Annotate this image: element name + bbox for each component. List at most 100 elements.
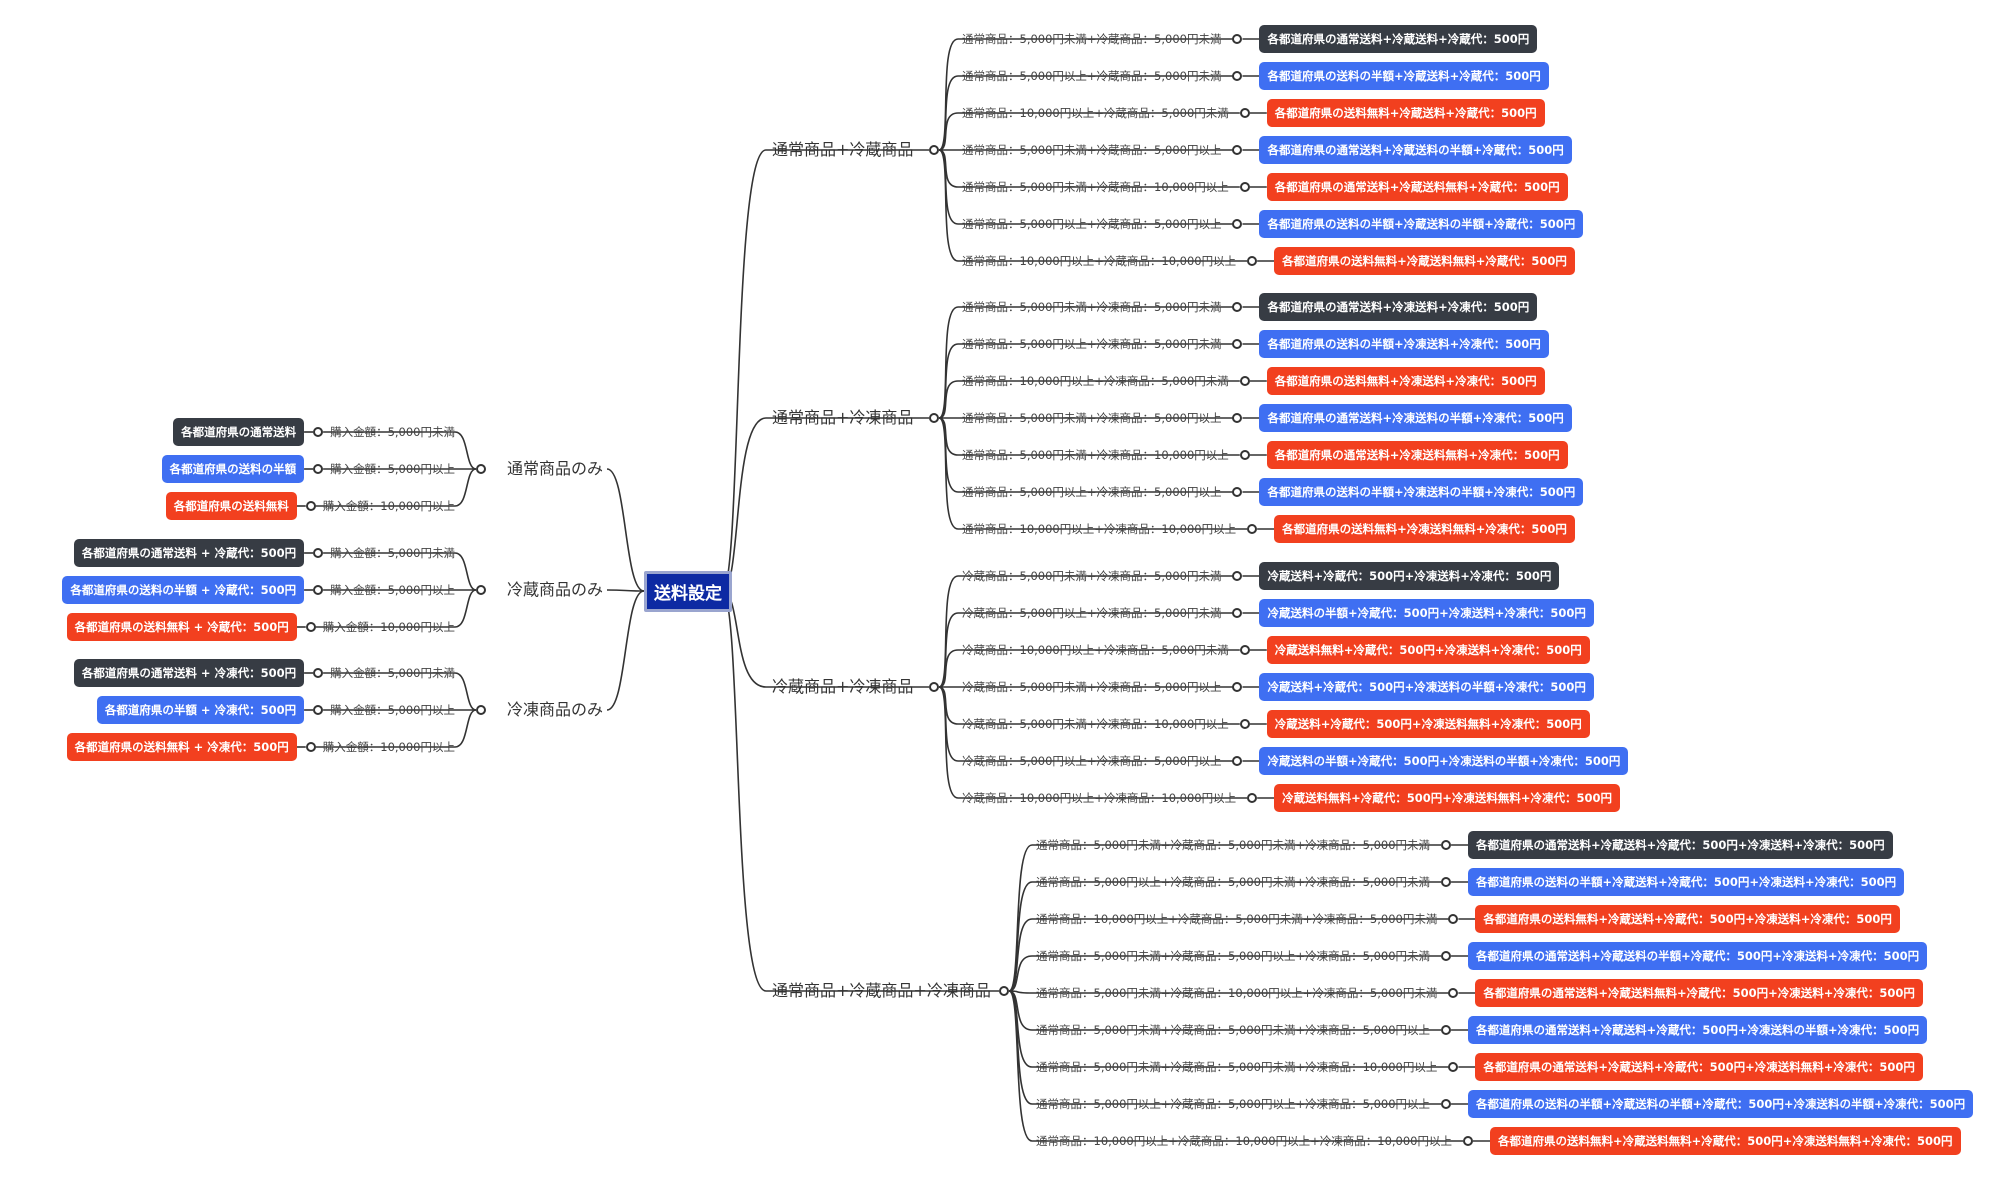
- collapse-toggle-icon[interactable]: [1232, 571, 1243, 581]
- collapse-toggle-icon[interactable]: [1232, 682, 1243, 692]
- result-badge[interactable]: 各都道府県の通常送料+冷凍送料の半額+冷凍代：500円: [1259, 404, 1572, 432]
- collapse-toggle-icon[interactable]: [1232, 339, 1243, 349]
- result-badge[interactable]: 各都道府県の送料無料: [165, 492, 297, 520]
- condition-label: 通常商品：5,000円未満+冷蔵商品：5,000円以上: [962, 143, 1222, 157]
- collapse-toggle-icon[interactable]: [1463, 1136, 1473, 1146]
- result-badge[interactable]: 各都道府県の送料の半額 + 冷蔵代：500円: [62, 576, 305, 604]
- result-badge[interactable]: 各都道府県の通常送料+冷蔵送料+冷蔵代：500円+冷凍送料無料+冷凍代：500円: [1475, 1053, 1923, 1081]
- result-badge[interactable]: 各都道府県の送料の半額+冷蔵送料の半額+冷蔵代：500円: [1259, 210, 1584, 238]
- collapse-toggle-icon[interactable]: [929, 145, 939, 155]
- collapse-toggle-icon[interactable]: [1232, 145, 1243, 155]
- result-badge[interactable]: 冷蔵送料無料+冷蔵代：500円+冷凍送料無料+冷凍代：500円: [1274, 784, 1621, 812]
- collapse-toggle-icon[interactable]: [1441, 951, 1452, 961]
- branch-label[interactable]: 通常商品+冷凍商品: [772, 408, 914, 427]
- result-badge[interactable]: 冷蔵送料の半額+冷蔵代：500円+冷凍送料の半額+冷凍代：500円: [1259, 747, 1629, 775]
- collapse-toggle-icon[interactable]: [1441, 877, 1452, 887]
- result-badge[interactable]: 各都道府県の通常送料+冷凍送料無料+冷凍代：500円: [1266, 441, 1568, 469]
- collapse-toggle-icon[interactable]: [313, 668, 324, 678]
- branch-to-condition-connector: [938, 575, 959, 688]
- branch-label[interactable]: 冷凍商品のみ: [507, 700, 604, 719]
- collapse-toggle-icon[interactable]: [1232, 302, 1243, 312]
- branch-to-condition-connector: [1008, 918, 1033, 992]
- result-badge[interactable]: 各都道府県の送料無料+冷凍送料無料+冷凍代：500円: [1274, 515, 1575, 543]
- collapse-toggle-icon[interactable]: [1232, 608, 1243, 618]
- branch-label[interactable]: 通常商品+冷蔵商品+冷凍商品: [772, 981, 991, 1000]
- result-badge[interactable]: 各都道府県の半額 + 冷凍代：500円: [96, 696, 305, 724]
- result-badge[interactable]: 各都道府県の通常送料 + 冷凍代：500円: [73, 659, 305, 687]
- result-badge[interactable]: 各都道府県の通常送料: [173, 418, 305, 446]
- branch-to-condition-connector: [938, 380, 959, 419]
- result-badge[interactable]: 各都道府県の送料の半額+冷凍送料+冷凍代：500円: [1259, 330, 1549, 358]
- result-badge[interactable]: 各都道府県の送料無料 + 冷蔵代：500円: [66, 613, 297, 641]
- result-badge[interactable]: 冷蔵送料+冷蔵代：500円+冷凍送料の半額+冷凍代：500円: [1259, 673, 1594, 701]
- condition-label: 通常商品：5,000円未満+冷凍商品：5,000円未満: [962, 300, 1222, 314]
- collapse-toggle-icon[interactable]: [476, 464, 486, 474]
- result-badge[interactable]: 各都道府県の通常送料+冷蔵送料の半額+冷蔵代：500円: [1259, 136, 1572, 164]
- result-badge[interactable]: 各都道府県の送料の半額+冷蔵送料+冷蔵代：500円+冷凍送料+冷凍代：500円: [1468, 868, 1905, 896]
- result-badge[interactable]: 各都道府県の通常送料+冷蔵送料+冷蔵代：500円+冷凍送料の半額+冷凍代：500…: [1468, 1016, 1928, 1044]
- result-badge[interactable]: 各都道府県の通常送料+冷蔵送料無料+冷蔵代：500円+冷凍送料+冷凍代：500円: [1475, 979, 1923, 1007]
- collapse-toggle-icon[interactable]: [313, 427, 324, 437]
- collapse-toggle-icon[interactable]: [1441, 1025, 1452, 1035]
- result-badge[interactable]: 各都道府県の送料の半額+冷蔵送料の半額+冷蔵代：500円+冷凍送料の半額+冷凍代…: [1468, 1090, 1974, 1118]
- collapse-toggle-icon[interactable]: [313, 464, 324, 474]
- collapse-toggle-icon[interactable]: [1232, 34, 1243, 44]
- collapse-toggle-icon[interactable]: [1247, 256, 1258, 266]
- result-badge[interactable]: 各都道府県の送料無料+冷蔵送料+冷蔵代：500円: [1266, 99, 1545, 127]
- collapse-toggle-icon[interactable]: [1448, 1062, 1459, 1072]
- result-badge[interactable]: 各都道府県の通常送料 + 冷蔵代：500円: [73, 539, 305, 567]
- collapse-toggle-icon[interactable]: [1239, 182, 1250, 192]
- result-badge[interactable]: 各都道府県の送料無料+冷蔵送料無料+冷蔵代：500円+冷凍送料無料+冷凍代：50…: [1490, 1127, 1961, 1155]
- result-badge[interactable]: 各都道府県の通常送料+冷凍送料+冷凍代：500円: [1259, 293, 1538, 321]
- collapse-toggle-icon[interactable]: [476, 585, 486, 595]
- result-badge[interactable]: 冷蔵送料+冷蔵代：500円+冷凍送料+冷凍代：500円: [1259, 562, 1560, 590]
- result-badge[interactable]: 各都道府県の送料無料+冷蔵送料+冷蔵代：500円+冷凍送料+冷凍代：500円: [1475, 905, 1900, 933]
- collapse-toggle-icon[interactable]: [1232, 413, 1243, 423]
- branch-label[interactable]: 通常商品のみ: [507, 459, 604, 478]
- branch-label[interactable]: 冷蔵商品のみ: [507, 580, 604, 599]
- result-badge[interactable]: 冷蔵送料+冷蔵代：500円+冷凍送料無料+冷凍代：500円: [1266, 710, 1590, 738]
- result-badge[interactable]: 各都道府県の送料の半額: [161, 455, 305, 483]
- result-badge[interactable]: 各都道府県の送料の半額+冷凍送料の半額+冷凍代：500円: [1259, 478, 1584, 506]
- result-badge[interactable]: 各都道府県の通常送料+冷蔵送料+冷蔵代：500円: [1259, 25, 1538, 53]
- collapse-toggle-icon[interactable]: [476, 705, 486, 715]
- root-node[interactable]: 送料設定: [644, 571, 732, 612]
- collapse-toggle-icon[interactable]: [1448, 988, 1459, 998]
- result-badge[interactable]: 各都道府県の通常送料+冷蔵送料の半額+冷蔵代：500円+冷凍送料+冷凍代：500…: [1468, 942, 1928, 970]
- collapse-toggle-icon[interactable]: [999, 986, 1009, 996]
- collapse-toggle-icon[interactable]: [1441, 1099, 1452, 1109]
- collapse-toggle-icon[interactable]: [1232, 219, 1243, 229]
- result-badge[interactable]: 各都道府県の通常送料+冷蔵送料無料+冷蔵代：500円: [1266, 173, 1568, 201]
- result-badge[interactable]: 冷蔵送料の半額+冷蔵代：500円+冷凍送料+冷凍代：500円: [1259, 599, 1594, 627]
- collapse-toggle-icon[interactable]: [1448, 914, 1459, 924]
- collapse-toggle-icon[interactable]: [1441, 840, 1452, 850]
- branch-label[interactable]: 冷蔵商品+冷凍商品: [772, 677, 914, 696]
- collapse-toggle-icon[interactable]: [1232, 487, 1243, 497]
- collapse-toggle-icon[interactable]: [1247, 793, 1258, 803]
- collapse-toggle-icon[interactable]: [1247, 524, 1258, 534]
- collapse-toggle-icon[interactable]: [929, 413, 939, 423]
- result-badge[interactable]: 各都道府県の送料の半額+冷蔵送料+冷蔵代：500円: [1259, 62, 1549, 90]
- result-badge[interactable]: 冷蔵送料無料+冷蔵代：500円+冷凍送料+冷凍代：500円: [1266, 636, 1590, 664]
- branch-label[interactable]: 通常商品+冷蔵商品: [772, 140, 914, 159]
- collapse-toggle-icon[interactable]: [929, 682, 939, 692]
- root-to-branch-connector: [721, 590, 767, 992]
- result-badge[interactable]: 各都道府県の送料無料 + 冷凍代：500円: [66, 733, 297, 761]
- collapse-toggle-icon[interactable]: [1232, 71, 1243, 81]
- condition-label: 通常商品：10,000円以上+冷蔵商品：10,000円以上+冷凍商品：10,00…: [1036, 1134, 1452, 1148]
- collapse-toggle-icon[interactable]: [313, 705, 324, 715]
- collapse-toggle-icon[interactable]: [1239, 719, 1250, 729]
- collapse-toggle-icon[interactable]: [305, 501, 316, 511]
- result-badge[interactable]: 各都道府県の通常送料+冷蔵送料+冷蔵代：500円+冷凍送料+冷凍代：500円: [1468, 831, 1893, 859]
- collapse-toggle-icon[interactable]: [1239, 450, 1250, 460]
- collapse-toggle-icon[interactable]: [305, 622, 316, 632]
- collapse-toggle-icon[interactable]: [313, 548, 324, 558]
- result-badge[interactable]: 各都道府県の送料無料+冷凍送料+冷凍代：500円: [1266, 367, 1545, 395]
- collapse-toggle-icon[interactable]: [305, 742, 316, 752]
- result-badge[interactable]: 各都道府県の送料無料+冷蔵送料無料+冷蔵代：500円: [1274, 247, 1575, 275]
- collapse-toggle-icon[interactable]: [1239, 376, 1250, 386]
- collapse-toggle-icon[interactable]: [1239, 645, 1250, 655]
- collapse-toggle-icon[interactable]: [313, 585, 324, 595]
- collapse-toggle-icon[interactable]: [1239, 108, 1250, 118]
- collapse-toggle-icon[interactable]: [1232, 756, 1243, 766]
